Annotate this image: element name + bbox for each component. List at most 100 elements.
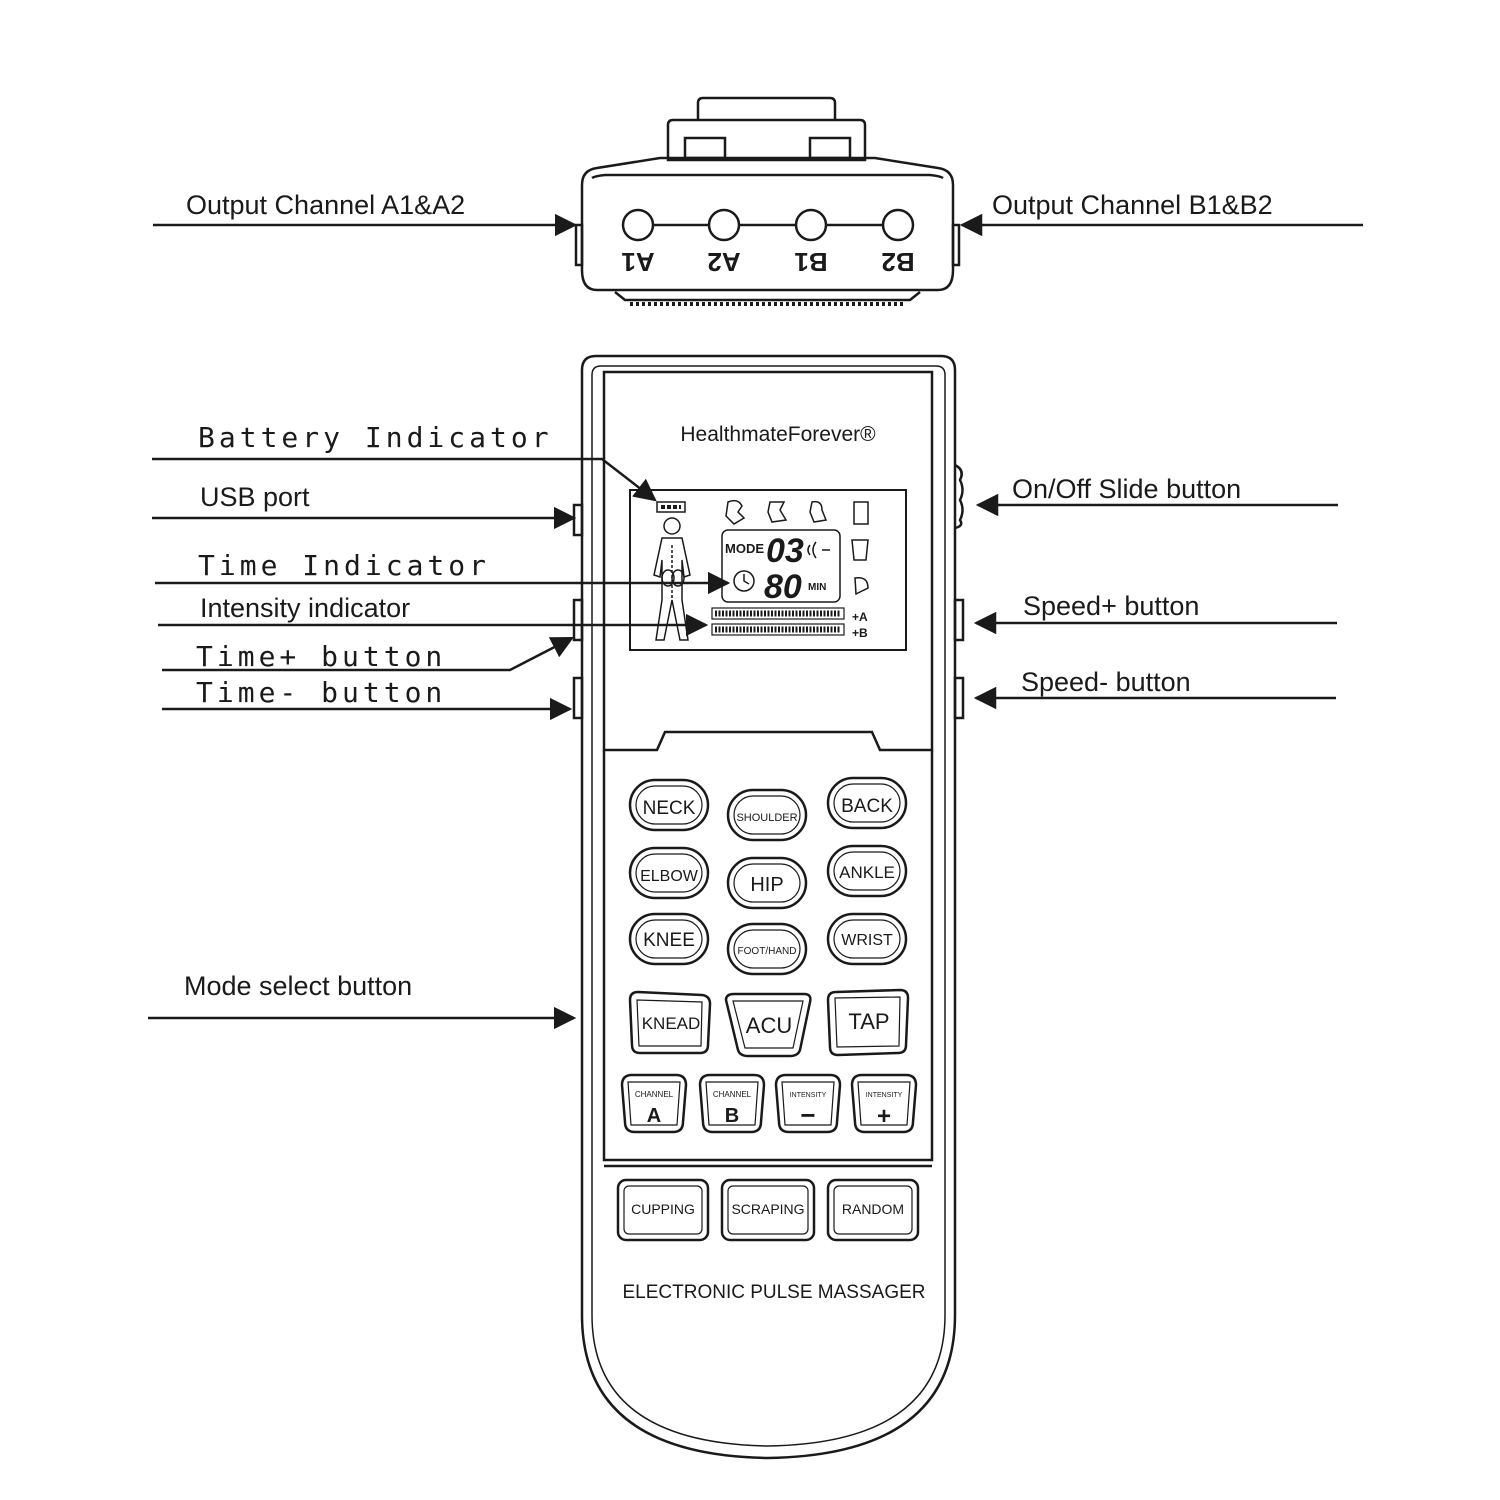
port-b1 xyxy=(794,208,828,242)
time-minus-side-button xyxy=(572,676,584,720)
speed-plus-callout: Speed+ button xyxy=(1023,591,1199,621)
intensity-bar-a xyxy=(711,607,845,620)
on-off-slide xyxy=(954,463,964,530)
channel-a-button[interactable] xyxy=(620,1073,688,1134)
top-view-body xyxy=(580,156,955,292)
scraping-button-label: SCRAPING xyxy=(731,1201,804,1217)
output-a-callout: Output Channel A1&A2 xyxy=(186,190,465,220)
port-label-b2: B2 xyxy=(881,247,914,277)
time-minus-callout: Time- button xyxy=(196,676,446,709)
body-figure-icon xyxy=(653,517,691,641)
pulse-wave-icon xyxy=(807,541,830,559)
clock-icon xyxy=(733,570,755,592)
intensity-plus-symbol: + xyxy=(877,1103,891,1130)
random-button-label: RANDOM xyxy=(842,1201,904,1217)
lcd-time-value: 80 xyxy=(764,568,802,606)
lcd-mode-label: MODE xyxy=(725,541,764,556)
hip-mode-icon xyxy=(851,539,869,561)
elbow-button-label: ELBOW xyxy=(640,868,699,885)
channel-b-symbol: B xyxy=(725,1105,739,1127)
device-body xyxy=(572,354,965,1460)
on-off-callout: On/Off Slide button xyxy=(1012,474,1241,504)
top-view xyxy=(574,96,961,306)
intensity-plus-button[interactable] xyxy=(850,1073,918,1134)
intensity-minus-caption: INTENSITY xyxy=(790,1092,827,1099)
time-plus-leader xyxy=(162,636,574,672)
hip-button[interactable] xyxy=(726,856,808,910)
battery-icon xyxy=(656,501,686,513)
port-b2 xyxy=(881,208,915,242)
time-plus-side-button xyxy=(572,598,584,642)
battery-callout: Battery Indicator xyxy=(198,421,553,454)
mode-time-box xyxy=(721,529,841,603)
back-button-label: BACK xyxy=(841,796,893,817)
speed-minus-callout: Speed- button xyxy=(1021,667,1191,697)
lcd-window xyxy=(629,489,907,651)
channel-b-button[interactable] xyxy=(698,1073,766,1134)
footer-label: ELECTRONIC PULSE MASSAGER xyxy=(622,1282,925,1303)
shoulder-button-label: SHOULDER xyxy=(736,812,797,824)
channel-a-caption: CHANNEL xyxy=(635,1090,674,1099)
usb-callout: USB port xyxy=(200,482,310,512)
face-plate xyxy=(602,370,934,752)
intensity-indicator-callout: Intensity indicator xyxy=(200,593,410,623)
knead-button-label: KNEAD xyxy=(642,1014,701,1033)
time-plus-callout: Time+ button xyxy=(196,640,446,673)
back-mode-icon xyxy=(809,500,828,523)
foot-hand-button-label: FOOT/HAND xyxy=(738,946,797,957)
port-label-a1: A1 xyxy=(621,247,654,277)
ankle-button[interactable] xyxy=(826,844,908,898)
elbow-mode-icon xyxy=(853,501,869,525)
shoulder-mode-icon xyxy=(767,501,788,523)
ankle-mode-icon xyxy=(854,576,869,596)
tap-button[interactable] xyxy=(826,988,910,1057)
lcd-channel-a: +A xyxy=(852,610,868,624)
random-button[interactable] xyxy=(826,1178,920,1242)
lcd-mode-value: 03 xyxy=(766,532,804,570)
intensity-plus-caption: INTENSITY xyxy=(866,1092,903,1099)
lcd-channel-b: +B xyxy=(852,626,868,640)
hip-button-label: HIP xyxy=(750,874,783,896)
knee-button[interactable] xyxy=(628,912,710,966)
intensity-minus-symbol: − xyxy=(800,1100,815,1130)
time-indicator-callout: Time Indicator xyxy=(198,549,490,582)
port-label-b1: B1 xyxy=(794,247,827,277)
top-view-clip xyxy=(666,118,867,162)
wrist-button-label: WRIST xyxy=(841,932,893,949)
mode-select-callout: Mode select button xyxy=(184,971,412,1001)
speed-minus-side-button xyxy=(953,676,965,720)
port-a1 xyxy=(621,208,655,242)
usb-port xyxy=(572,503,584,537)
cupping-button[interactable] xyxy=(616,1178,710,1242)
acu-button[interactable] xyxy=(724,992,812,1058)
channel-b-caption: CHANNEL xyxy=(713,1090,752,1099)
knead-button[interactable] xyxy=(628,990,712,1055)
lcd-content: MODE 03 80 MIN +A +B xyxy=(653,499,869,641)
intensity-bar-b xyxy=(711,623,845,636)
intensity-minus-button[interactable] xyxy=(774,1073,842,1134)
output-b-callout: Output Channel B1&B2 xyxy=(992,190,1273,220)
knee-button-label: KNEE xyxy=(643,930,695,951)
foot-hand-button[interactable] xyxy=(726,922,808,976)
neck-mode-icon xyxy=(725,499,746,525)
neck-button[interactable] xyxy=(628,778,710,832)
scraping-button[interactable] xyxy=(720,1178,816,1242)
speed-plus-side-button xyxy=(953,598,965,642)
lcd-time-unit: MIN xyxy=(808,582,826,593)
cupping-button-label: CUPPING xyxy=(631,1201,695,1217)
back-button[interactable] xyxy=(826,776,908,830)
port-label-a2: A2 xyxy=(707,247,740,277)
shoulder-button[interactable] xyxy=(726,788,808,842)
wrist-button[interactable] xyxy=(826,912,908,966)
battery-leader xyxy=(152,457,657,502)
brand-label: HealthmateForever® xyxy=(680,423,876,446)
neck-button-label: NECK xyxy=(643,798,696,819)
elbow-button[interactable] xyxy=(628,846,710,900)
port-a2 xyxy=(707,208,741,242)
tap-button-label: TAP xyxy=(848,1009,889,1034)
channel-a-symbol: A xyxy=(647,1105,661,1127)
acu-button-label: ACU xyxy=(746,1013,792,1038)
ankle-button-label: ANKLE xyxy=(839,863,895,882)
